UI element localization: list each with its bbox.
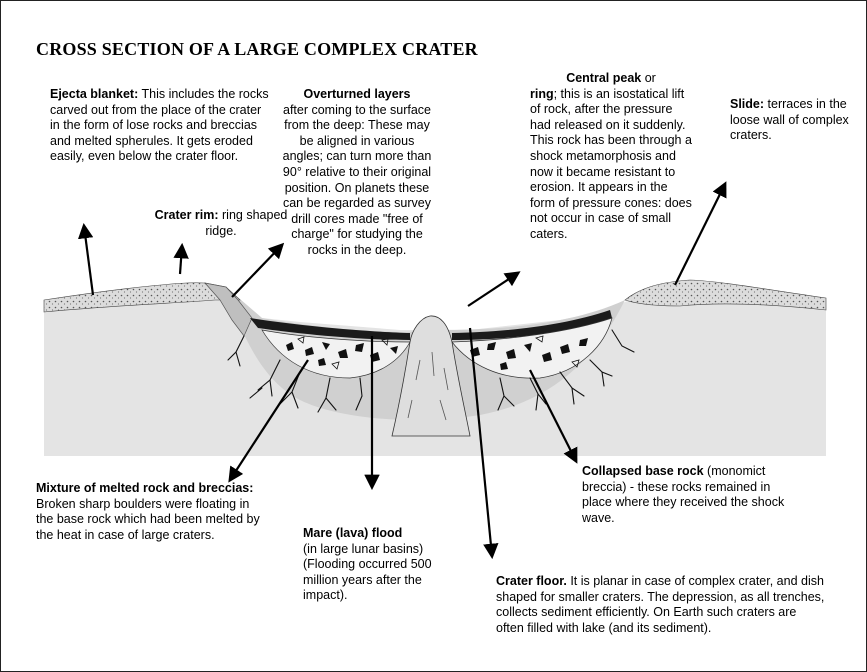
- label-crater-rim: Crater rim: ring shaped ridge.: [146, 208, 296, 239]
- arrow-peak: [468, 273, 518, 306]
- label-crater-floor: Crater floor. It is planar in case of co…: [496, 574, 826, 636]
- arrow-ejecta: [84, 226, 93, 295]
- diagram-title: CROSS SECTION OF A LARGE COMPLEX CRATER: [36, 39, 478, 60]
- label-ejecta-blanket: Ejecta blanket: This includes the rocks …: [50, 87, 270, 165]
- arrow-overturned: [232, 245, 282, 297]
- label-central-peak: Central peak or ring; this is an isostat…: [530, 71, 692, 243]
- arrow-rim: [180, 246, 182, 274]
- label-mare-flood: Mare (lava) flood(in large lunar basins)…: [303, 526, 463, 604]
- label-melt-mixture: Mixture of melted rock and breccias: Bro…: [36, 481, 260, 543]
- label-slide: Slide: terraces in the loose wall of com…: [730, 97, 850, 144]
- label-collapsed-base-rock: Collapsed base rock (monomict breccia) -…: [582, 464, 802, 526]
